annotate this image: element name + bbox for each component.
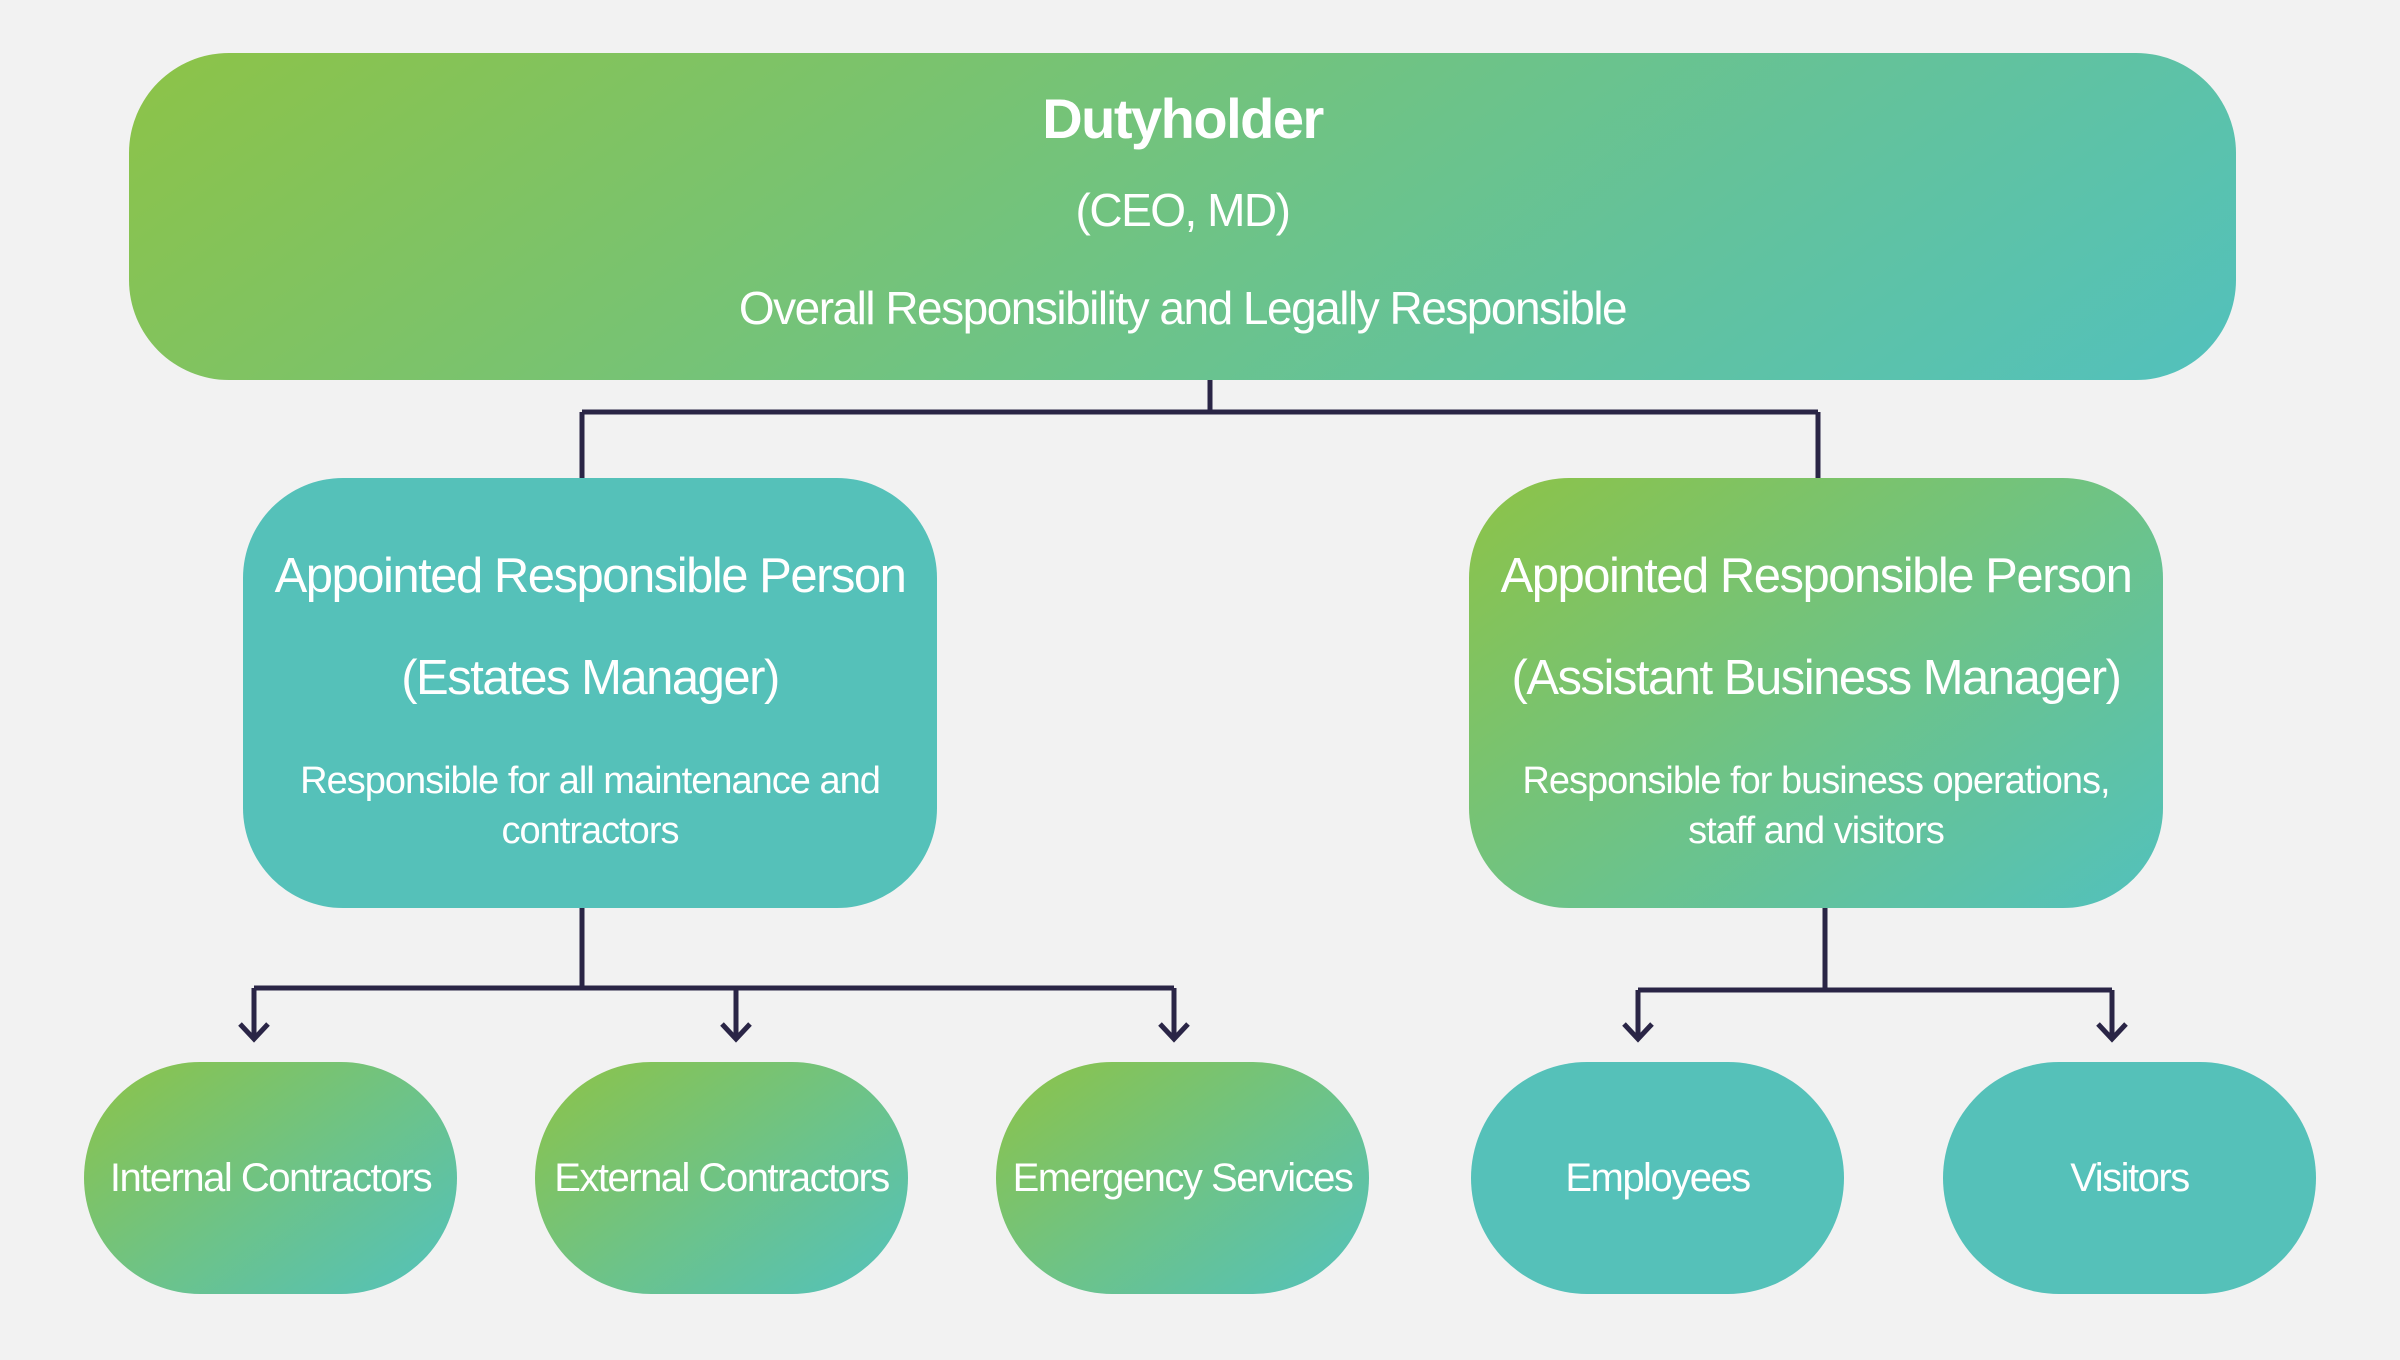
assistant-business-manager-description: Responsible for business operations, sta… bbox=[1469, 756, 2163, 856]
assistant-business-manager-description-line2: staff and visitors bbox=[1688, 810, 1945, 852]
employees-node: Employees bbox=[1471, 1062, 1844, 1294]
assistant-business-manager-title: Appointed Responsible Person bbox=[1500, 549, 2133, 603]
estates-manager-box: Appointed Responsible Person (Estates Ma… bbox=[243, 478, 937, 908]
connector-top-to-mid bbox=[579, 380, 1821, 478]
connector-right-to-leaves bbox=[1635, 908, 2115, 1038]
dutyholder-description: Overall Responsibility and Legally Respo… bbox=[738, 282, 1628, 334]
arrowheads bbox=[238, 1022, 2128, 1043]
assistant-business-manager-subtitle: (Assistant Business Manager) bbox=[1511, 651, 2122, 705]
assistant-business-manager-description-line1: Responsible for business operations, bbox=[1522, 760, 2110, 802]
estates-manager-subtitle: (Estates Manager) bbox=[401, 651, 780, 705]
assistant-business-manager-box: Appointed Responsible Person (Assistant … bbox=[1469, 478, 2163, 908]
dutyholder-subtitle: (CEO, MD) bbox=[1075, 184, 1291, 236]
estates-manager-description-line1: Responsible for all maintenance and bbox=[300, 760, 881, 802]
dutyholder-box: Dutyholder (CEO, MD) Overall Responsibil… bbox=[129, 53, 2236, 380]
dutyholder-title: Dutyholder bbox=[1042, 87, 1324, 150]
connector-left-to-leaves bbox=[251, 908, 1177, 1038]
estates-manager-description: Responsible for all maintenance and cont… bbox=[243, 756, 937, 856]
estates-manager-title: Appointed Responsible Person bbox=[274, 549, 907, 603]
visitors-node: Visitors bbox=[1943, 1062, 2316, 1294]
emergency-services-node: Emergency Services bbox=[996, 1062, 1369, 1294]
internal-contractors-node: Internal Contractors bbox=[84, 1062, 457, 1294]
estates-manager-description-line2: contractors bbox=[501, 810, 680, 852]
external-contractors-node: External Contractors bbox=[535, 1062, 908, 1294]
